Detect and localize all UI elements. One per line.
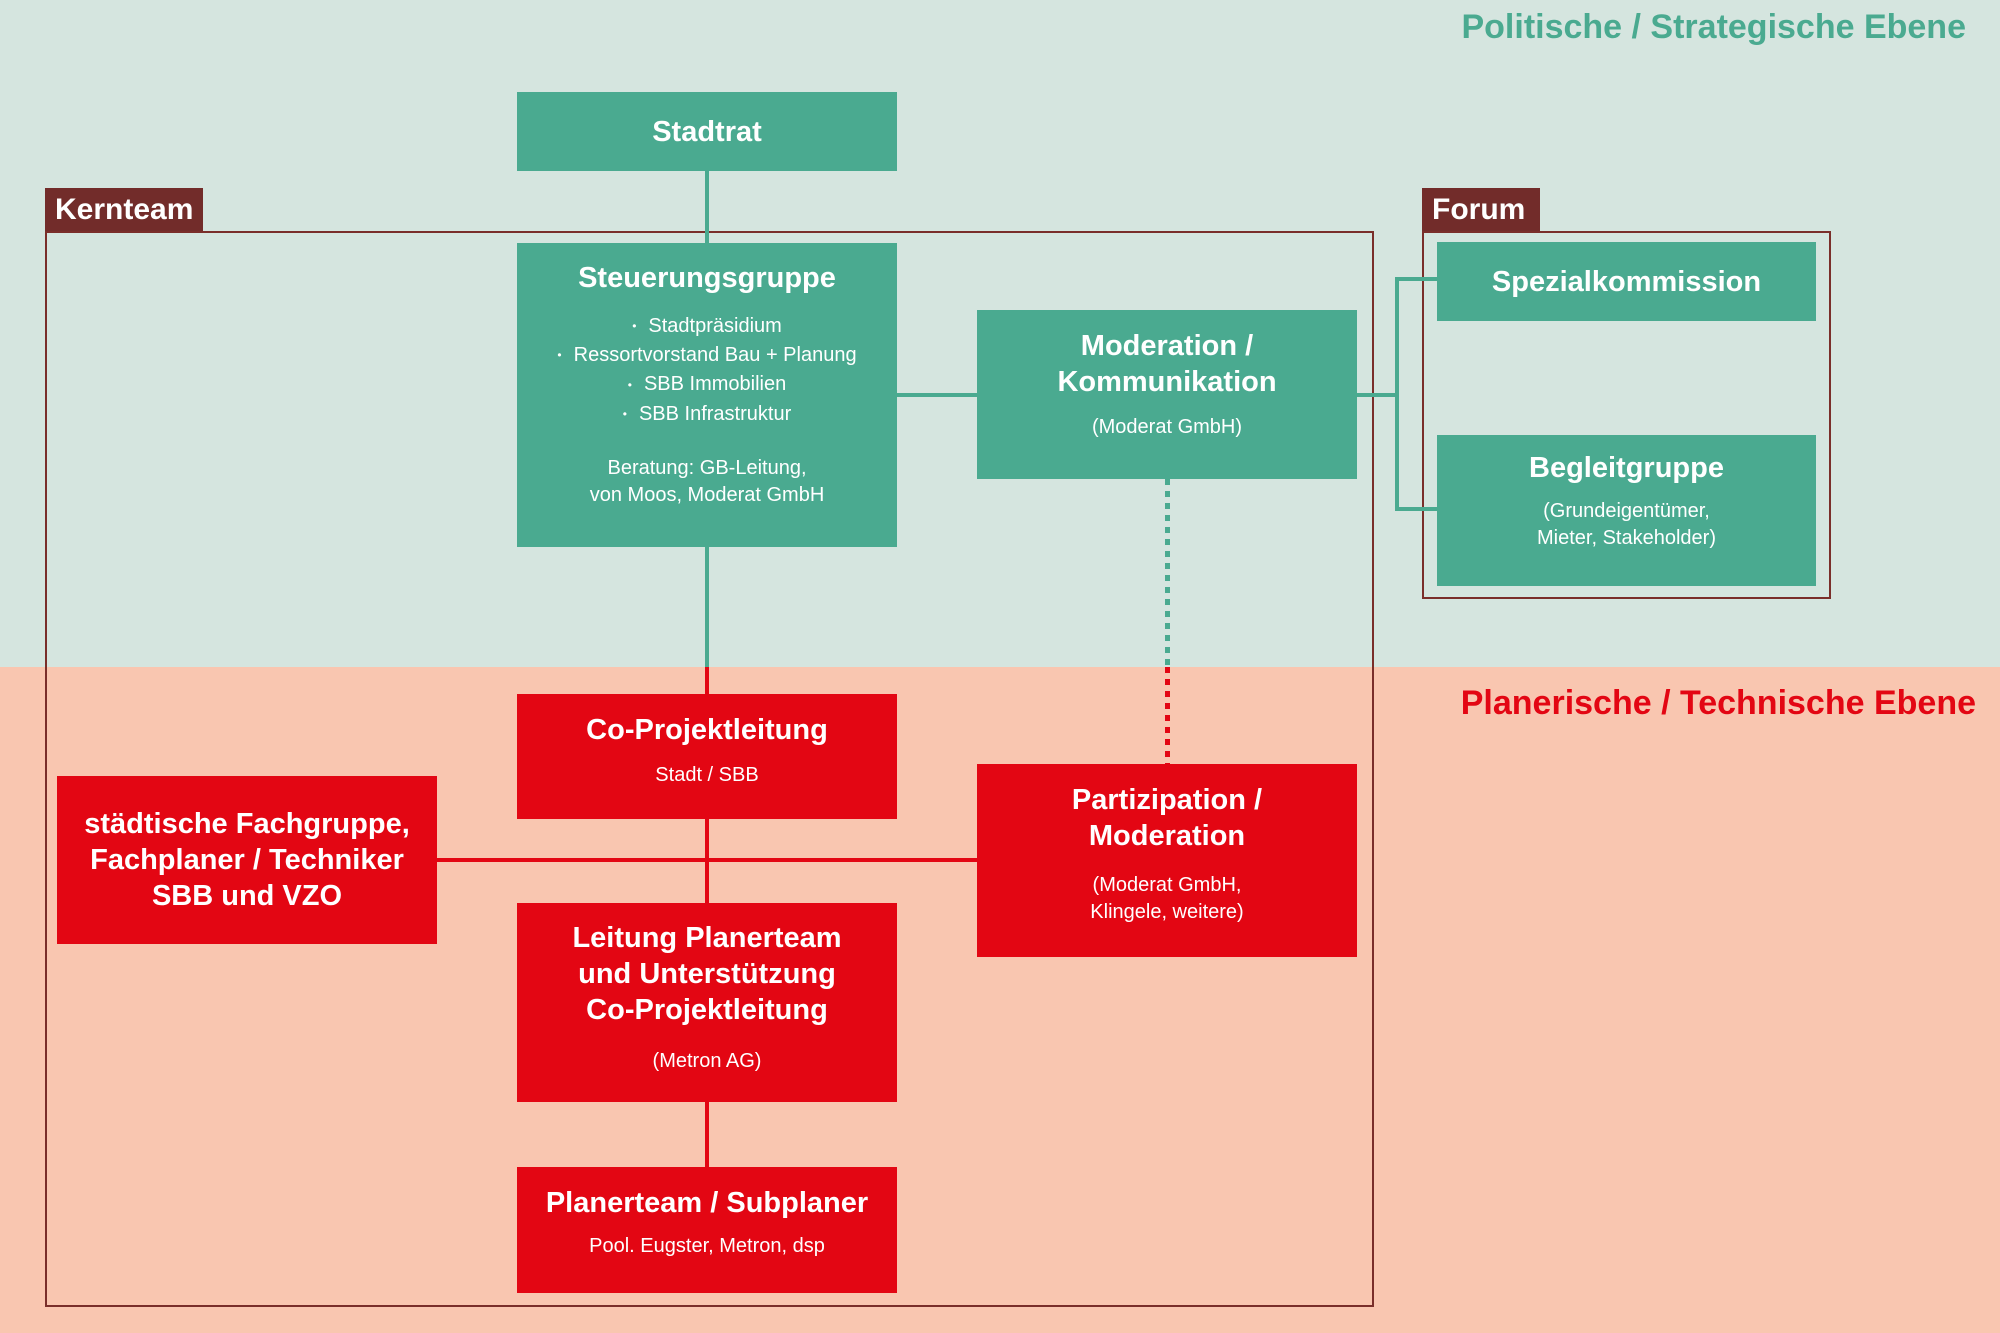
kernteam-label: Kernteam — [45, 188, 204, 231]
co-projektleitung-box[interactable]: Co-Projektleitung Stadt / SBB — [517, 694, 897, 819]
leitung-sub: (Metron AG) — [652, 1050, 762, 1072]
dotted-connector-partizipation — [1165, 667, 1170, 764]
member-item: SBB Immobilien — [557, 370, 856, 399]
connector-forum-vertical — [1395, 277, 1399, 511]
strategic-level-title: Politische / Strategische Ebene — [1461, 8, 1966, 46]
planerteam-box[interactable]: Planerteam / Subplaner Pool. Eugster, Me… — [517, 1167, 897, 1293]
member-item: Ressortvorstand Bau + Planung — [557, 341, 857, 370]
forum-frame — [1422, 231, 1831, 599]
begleitgruppe-sub-2: Mieter, Stakeholder) — [1537, 527, 1716, 549]
fachgruppe-line-3: SBB und VZO — [151, 880, 343, 912]
co-projektleitung-title: Co-Projektleitung — [586, 714, 828, 746]
begleitgruppe-box[interactable]: Begleitgruppe (Grundeigentümer, Mieter, … — [1437, 435, 1816, 586]
partizipation-title-1: Partizipation / — [1071, 784, 1263, 816]
stadtrat-title: Stadtrat — [652, 115, 762, 148]
connector-to-spezialkommission — [1395, 277, 1437, 281]
steuerungsgruppe-note-2: von Moos, Moderat GmbH — [589, 483, 825, 506]
fachgruppe-line-2: Fachplaner / Techniker — [90, 844, 404, 876]
planerteam-title: Planerteam / Subplaner — [545, 1187, 869, 1219]
member-item: SBB Infrastruktur — [557, 400, 856, 429]
connector-steuerung-moderation — [897, 393, 977, 397]
begleitgruppe-title: Begleitgruppe — [1529, 452, 1724, 484]
steuerungsgruppe-title: Steuerungsgruppe — [578, 262, 836, 294]
fachgruppe-line-1: städtische Fachgruppe, — [84, 808, 410, 840]
stadtrat-box[interactable]: Stadtrat — [517, 92, 897, 171]
begleitgruppe-sub-1: (Grundeigentümer, — [1543, 500, 1710, 522]
planerteam-sub: Pool. Eugster, Metron, dsp — [589, 1235, 825, 1257]
connector-moderation-forum — [1357, 393, 1397, 397]
connector-to-coprojektleitung — [705, 667, 709, 694]
fachgruppe-box[interactable]: städtische Fachgruppe, Fachplaner / Tech… — [57, 776, 437, 944]
leitung-line-2: und Unterstützung — [578, 958, 836, 990]
steuerungsgruppe-box[interactable]: Steuerungsgruppe Stadtpräsidium Ressortv… — [517, 243, 897, 547]
steuerungsgruppe-note-1: Beratung: GB-Leitung, — [607, 456, 807, 479]
dotted-connector-moderation — [1165, 479, 1170, 667]
member-item: Stadtpräsidium — [557, 312, 856, 341]
partizipation-box[interactable]: Partizipation / Moderation (Moderat GmbH… — [977, 764, 1357, 957]
partizipation-sub-1: (Moderat GmbH, — [1092, 874, 1242, 896]
connector-stadtrat-steuerung — [705, 171, 709, 243]
moderation-sub: (Moderat GmbH) — [1091, 416, 1243, 438]
technical-level-title: Planerische / Technische Ebene — [1460, 684, 1976, 722]
connector-fachgruppe-partizipation — [437, 858, 977, 862]
leitung-line-3: Co-Projektleitung — [586, 994, 828, 1026]
moderation-title-1: Moderation / — [1080, 330, 1254, 362]
co-projektleitung-sub: Stadt / SBB — [655, 764, 759, 786]
spezialkommission-box[interactable]: Spezialkommission — [1437, 242, 1816, 321]
moderation-kommunikation-box[interactable]: Moderation / Kommunikation (Moderat GmbH… — [977, 310, 1357, 479]
partizipation-sub-2: Klingele, weitere) — [1090, 901, 1244, 923]
forum-label: Forum — [1422, 188, 1540, 231]
leitung-planerteam-box[interactable]: Leitung Planerteam und Unterstützung Co-… — [517, 903, 897, 1102]
connector-steuerung-down — [705, 546, 709, 667]
moderation-title-2: Kommunikation — [1057, 366, 1277, 398]
leitung-line-1: Leitung Planerteam — [572, 922, 842, 954]
partizipation-title-2: Moderation — [1088, 820, 1246, 852]
steuerungsgruppe-members: Stadtpräsidium Ressortvorstand Bau + Pla… — [557, 312, 857, 429]
connector-leitung-planerteam — [705, 1102, 709, 1167]
kernteam-frame — [45, 231, 1374, 1307]
connector-to-begleitgruppe — [1395, 507, 1437, 511]
spezialkommission-title: Spezialkommission — [1491, 265, 1762, 298]
